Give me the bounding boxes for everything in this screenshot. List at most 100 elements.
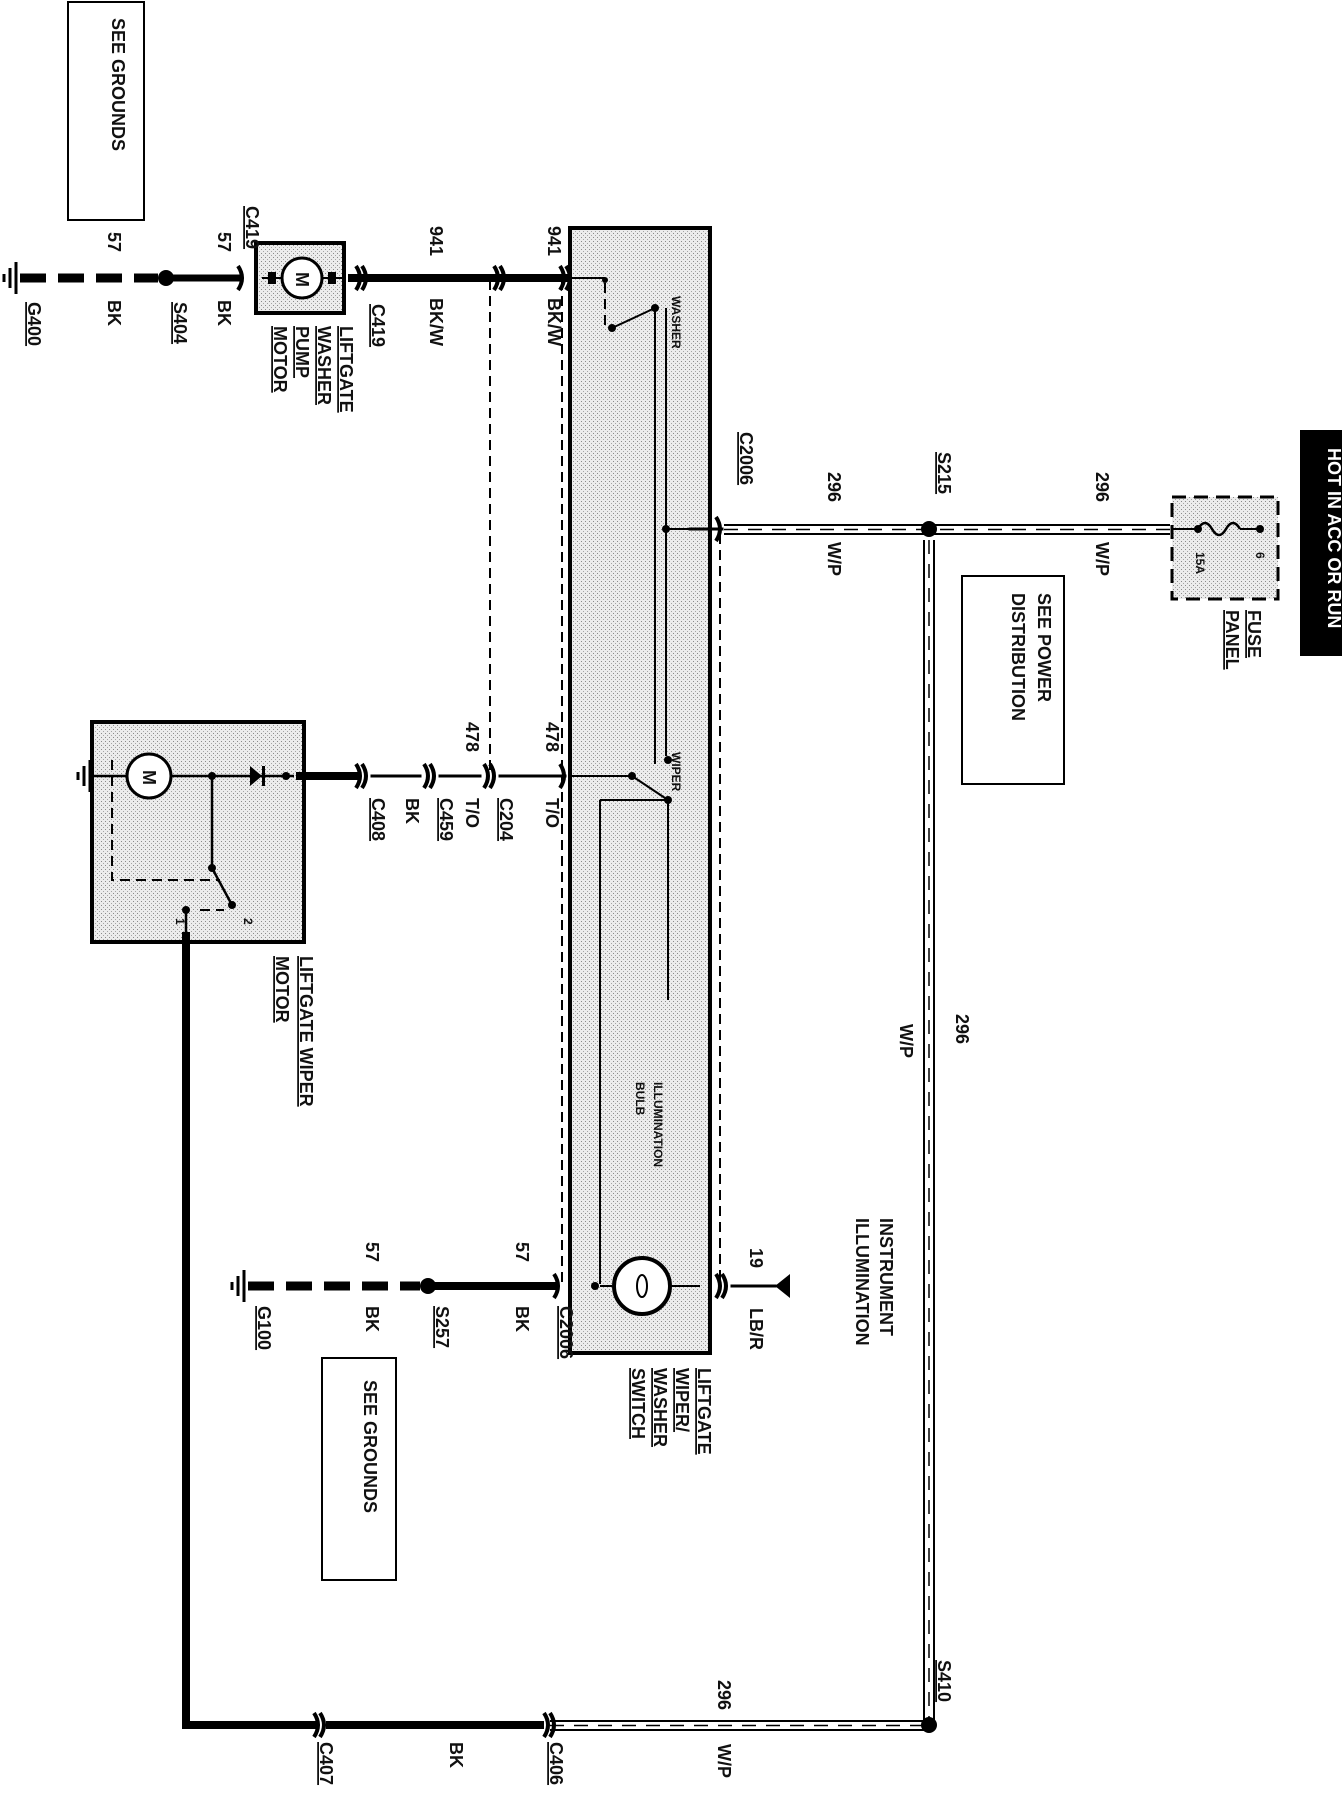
bulb-label-2: BULB [633,1082,647,1116]
wiper-motor-internals [94,774,294,936]
wire-wp-b: W/P [1092,542,1112,576]
bulb-label-1: ILLUMINATION [651,1082,665,1167]
connectors [236,264,728,1739]
motor-m-wiper: M [139,770,159,785]
motor-m-pump: M [292,272,312,287]
wire-478-a: 478 [462,722,482,752]
liftgate-wiper-washer-switch [568,226,712,1355]
wiper-motor-nodes [182,766,290,914]
see-grounds-top-box [67,1,145,221]
connector-c408 [354,762,368,790]
wire-bk-c408: BK [402,798,422,824]
see-power-box [961,575,1065,785]
switch-contacts [591,277,672,1290]
liftgate-wiper-motor [90,720,306,944]
washer-label: WASHER [669,296,683,349]
splice-s404 [158,270,174,286]
bulb-filament [636,1274,648,1298]
g100-label: G100 [254,1306,274,1350]
switch-label-4: SWITCH [628,1368,648,1439]
hot-in-label: HOT IN ACC OR RUN [1324,448,1344,628]
see-grounds-bottom-box [321,1357,397,1581]
splice-s215 [921,521,937,537]
fuse-amp-label: 15A [1193,552,1207,574]
connector-c419-a [236,264,244,292]
wire-to-a: T/O [462,798,482,828]
connector-19 [714,1272,728,1300]
wire-57-b: 57 [214,232,234,252]
connector-c204 [482,762,496,790]
fuse-panel-label-1: FUSE [1244,610,1264,658]
wire-57-a: 57 [104,232,124,252]
connector-c406 [542,1711,556,1739]
wire-to-b: T/O [542,798,562,828]
ground-g400-icon [2,262,18,294]
solid-wires [164,274,777,1729]
wire-bk-b: BK [214,300,234,326]
instrument-illumination-arrow-icon [775,1274,790,1298]
switch-internals [572,277,700,1287]
c2006-top-label: C2006 [736,432,756,485]
s215-label: S215 [934,452,954,494]
connector-941-b [558,264,572,292]
c2006-bottom-label: C2006 [556,1306,576,1359]
wire-wp-a: W/P [824,542,844,576]
wire-wp-c: W/P [896,1024,916,1058]
splice-s410 [921,1717,937,1733]
g400-label: G400 [24,302,44,346]
c419-bottom-label: C419 [368,304,388,347]
s404-label: S404 [170,302,190,344]
wire-bk-c: BK [512,1306,532,1332]
wire-bk-d: BK [362,1306,382,1332]
pump-motor-label-1: LIFTGATE [336,326,356,413]
pin-1-label: 1 [173,918,187,925]
see-grounds-bottom-label: SEE GROUNDS [360,1380,380,1513]
wire-19-label: 19 [746,1248,766,1268]
fuse-panel-label-2: PANEL [1222,610,1242,670]
c408-label: C408 [368,798,388,841]
connector-c2006-top [714,515,722,543]
hot-in-box [1300,430,1342,656]
c459-label: C459 [436,798,456,841]
wire-bkw-a: BK/W [426,298,446,346]
pump-motor-label-3: PUMP [292,326,312,378]
pin-2-label: 2 [241,918,255,925]
connector-941-a [492,264,506,292]
junction-c204-941 [487,275,493,281]
pump-motor-label-2: WASHER [314,326,334,405]
connector-c2006-bot [552,1272,560,1300]
wire-296-b: 296 [1092,472,1112,502]
splice-s257 [420,1278,436,1294]
see-grounds-top-label: SEE GROUNDS [108,18,128,151]
wire-57-c: 57 [512,1242,532,1262]
see-power-label-1: SEE POWER [1034,593,1054,702]
fuse-number-label: 6 [1253,552,1267,559]
c406-label: C406 [546,1742,566,1785]
wire-296-a: 296 [824,472,844,502]
ground-wiper-icon [76,760,92,792]
s257-label: S257 [432,1306,452,1348]
wire-bk-e: BK [446,1742,466,1768]
c204-label: C204 [496,798,516,841]
splice-dots [158,270,937,1733]
wiper-motor-icon [125,752,173,800]
wiper-motor-label-2: MOTOR [272,956,292,1023]
wire-57-d: 57 [362,1242,382,1262]
wire-296-d: 296 [714,1680,734,1710]
c419-top-label: C419 [242,206,262,249]
wire-478-b: 478 [542,722,562,752]
switch-label-1: LIFTGATE [694,1368,714,1455]
see-power-label-2: DISTRIBUTION [1008,593,1028,721]
wire-bk-a: BK [104,300,124,326]
s410-label: S410 [934,1660,954,1702]
c407-label: C407 [316,1742,336,1785]
connector-c459 [422,762,436,790]
wiper-label: WIPER [669,752,683,792]
switch-label-3: WASHER [650,1368,670,1447]
connector-c419-b [354,264,368,292]
wire-941-b: 941 [544,226,564,256]
wiper-motor-label-1: LIFTGATE WIPER [296,956,316,1107]
ground-g100-icon [230,1270,246,1302]
connector-c407 [312,1711,326,1739]
